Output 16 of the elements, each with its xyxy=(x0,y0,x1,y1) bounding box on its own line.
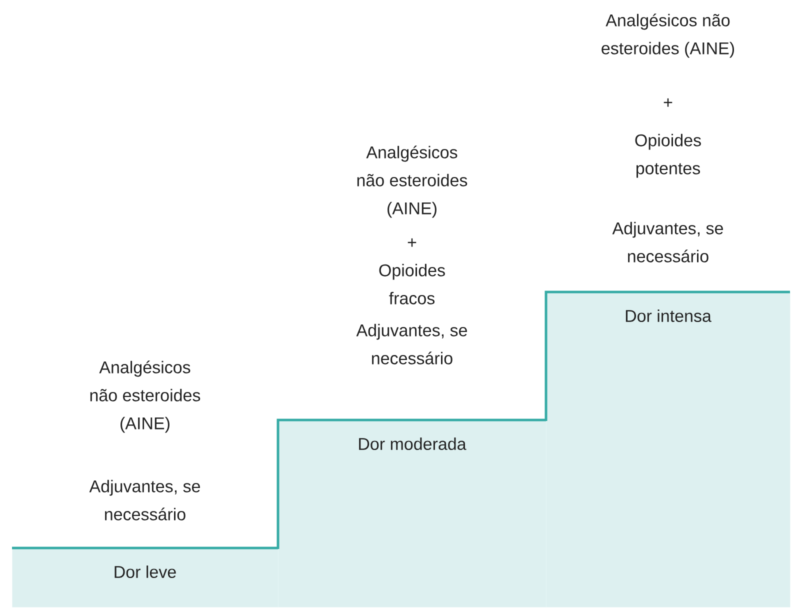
step-text: Adjuvantes, se necessário xyxy=(89,480,200,520)
step-band: Dor intensa xyxy=(544,290,790,608)
step-text: Opioides fracos xyxy=(379,264,445,304)
node-label: Dor moderada xyxy=(359,438,466,450)
step-text: + xyxy=(664,98,672,107)
step-text: + xyxy=(408,238,416,247)
step-band: Dor leve xyxy=(12,546,278,608)
step-text: Adjuvantes, se necessário xyxy=(356,324,467,364)
node-label: Dor leve xyxy=(114,566,176,578)
step-text: Analgésicos não esteroides (AINE) xyxy=(602,14,734,58)
step-band: Dor moderada xyxy=(276,418,546,608)
step-text: Analgésicos não esteroides (AINE) xyxy=(90,360,200,433)
step-text: Adjuvantes, se necessário xyxy=(612,222,723,262)
step-text: Analgésicos não esteroides (AINE) xyxy=(357,146,468,218)
step-text: Opioides potentes xyxy=(635,134,701,178)
node-label: Dor intensa xyxy=(626,310,712,322)
